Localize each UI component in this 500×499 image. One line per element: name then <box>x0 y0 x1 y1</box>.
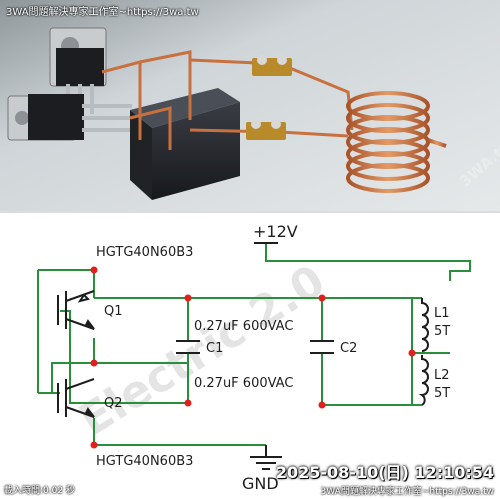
ground-symbol <box>250 445 282 470</box>
induction-heater-photo <box>0 0 500 213</box>
circuit-schematic: Electric 2.0 <box>0 213 500 499</box>
l1-turns-label: 5T <box>434 324 450 339</box>
ground-label: GND <box>242 474 279 493</box>
top-caption: 3WA問題解決專家工作室~https://3wa.tw <box>6 7 199 18</box>
terminal-blocks <box>246 55 292 140</box>
transistor-part-bottom: HGTG40N60B3 <box>96 454 193 469</box>
capacitor-c1-symbol <box>176 340 200 354</box>
q1-label: Q1 <box>104 304 123 319</box>
transistor-q2-photo <box>7 94 132 141</box>
load-time-text: 載入時間:0.02 秒 <box>4 486 75 496</box>
igbt-q2-symbol <box>57 378 95 418</box>
capacitor-c2-symbol <box>310 340 334 354</box>
l2-label: L2 <box>434 368 450 383</box>
inductor-l2-symbol <box>418 355 429 406</box>
copper-coil-photo <box>346 91 447 193</box>
bottom-caption: 3WA問題解決專家工作室~https://3wa.tw <box>320 487 494 497</box>
timestamp-overlay: 2025-08-10(日) 12:10:54 <box>275 463 494 482</box>
c2-value-label: 0.27uF 600VAC <box>194 376 293 391</box>
c1-label: C1 <box>206 341 223 356</box>
igbt-q1-symbol <box>57 290 95 330</box>
junction-dots <box>90 266 416 449</box>
l1-label: L1 <box>434 306 450 321</box>
supply-label: +12V <box>253 222 298 241</box>
transistor-part-top: HGTG40N60B3 <box>96 245 193 260</box>
q2-label: Q2 <box>104 396 123 411</box>
c2-label: C2 <box>340 341 357 356</box>
l2-turns-label: 5T <box>434 386 450 401</box>
inductor-l1-symbol <box>421 298 429 352</box>
c1-value-label: 0.27uF 600VAC <box>194 319 293 334</box>
capacitor-block-photo <box>130 88 240 200</box>
